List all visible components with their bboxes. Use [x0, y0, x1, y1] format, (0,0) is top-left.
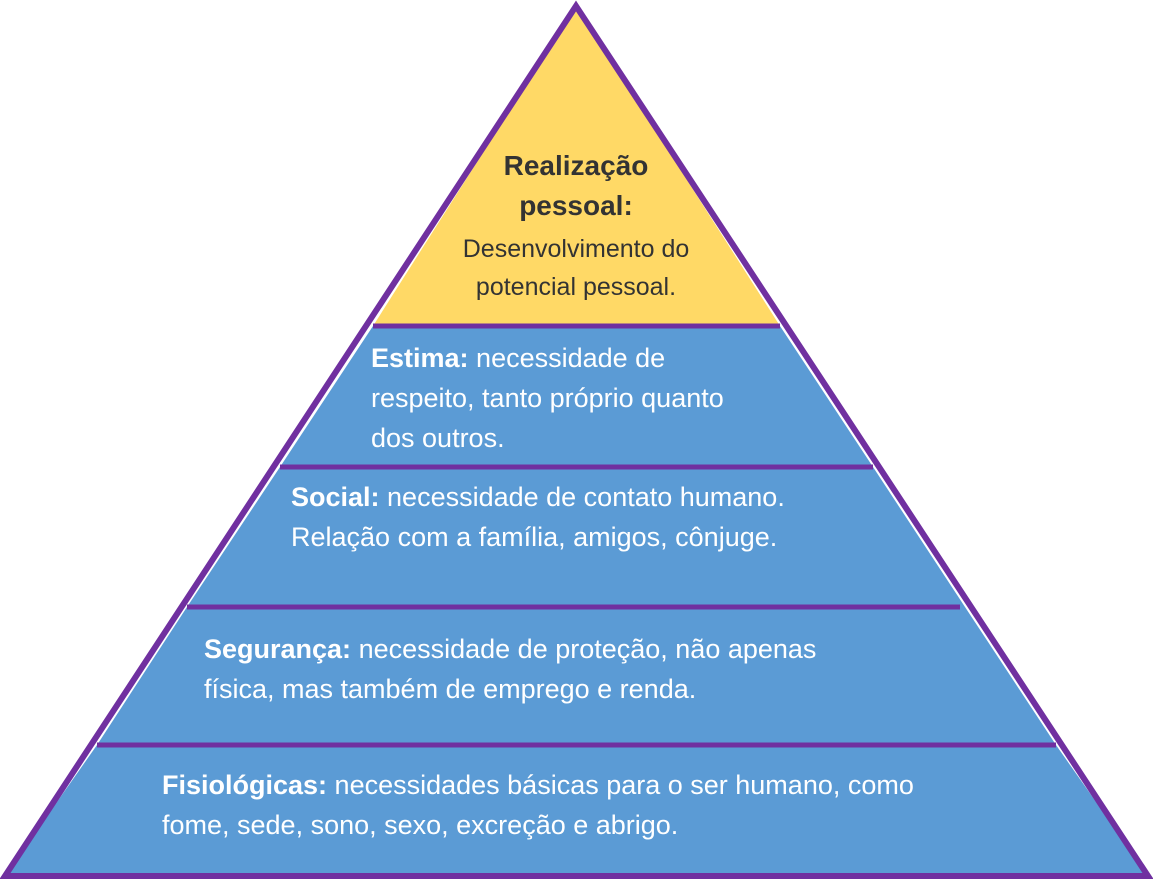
- level-label: Fisiológicas:: [162, 770, 328, 800]
- tier-social-shape: [187, 467, 965, 607]
- description-line: Desenvolvimento do: [462, 235, 690, 263]
- level-realizacao-description: Desenvolvimento do potencial pessoal.: [426, 230, 726, 306]
- level-description: necessidade de proteção, não apenas: [351, 634, 817, 664]
- text-line: dos outros.: [371, 423, 505, 453]
- level-seguranca-text: Segurança: necessidade de proteção, não …: [204, 629, 816, 709]
- level-label: Estima:: [371, 343, 469, 373]
- description-line: potencial pessoal.: [475, 273, 677, 301]
- level-realizacao-text: Realização pessoal: Desenvolvimento do p…: [426, 146, 726, 306]
- level-social-text: Social: necessidade de contato humano. R…: [291, 477, 785, 557]
- text-line: respeito, tanto próprio quanto: [371, 383, 724, 413]
- level-estima-text: Estima: necessidade de respeito, tanto p…: [371, 338, 724, 458]
- level-label: Segurança:: [204, 634, 352, 664]
- tier-fisiologicas-shape: [5, 745, 1148, 876]
- text-line: Fisiológicas: necessidades básicas para …: [162, 765, 914, 805]
- tier-seguranca-shape: [97, 607, 1056, 745]
- text-line: fome, sede, sono, sexo, excreção e abrig…: [162, 810, 679, 840]
- tier-realizacao-shape: [373, 6, 780, 326]
- text-line: Estima: necessidade de: [371, 338, 724, 378]
- title-line: Realização: [503, 150, 649, 181]
- tier-estima-shape: [280, 326, 873, 467]
- level-description: necessidade de: [468, 343, 666, 373]
- level-description: necessidade de contato humano.: [379, 482, 785, 512]
- title-line: pessoal:: [519, 190, 633, 221]
- text-line: Relação com a família, amigos, cônjuge.: [291, 522, 778, 552]
- level-fisiologicas-text: Fisiológicas: necessidades básicas para …: [162, 765, 914, 845]
- text-line: Segurança: necessidade de proteção, não …: [204, 629, 816, 669]
- level-label: Social:: [291, 482, 380, 512]
- level-description: necessidades básicas para o ser humano, …: [327, 770, 914, 800]
- level-realizacao-title: Realização pessoal:: [426, 146, 726, 226]
- text-line: física, mas também de emprego e renda.: [204, 674, 697, 704]
- text-line: Social: necessidade de contato humano.: [291, 477, 785, 517]
